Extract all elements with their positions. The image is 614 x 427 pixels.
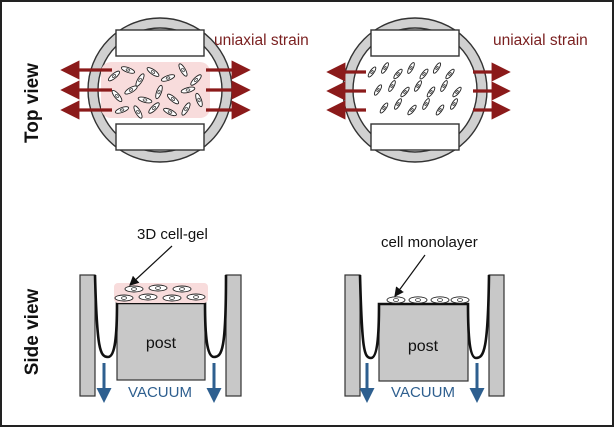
cell-shape: [178, 63, 188, 77]
monolayer-callout-arrow: [394, 254, 426, 297]
cell-gel-region: [101, 62, 210, 118]
cell-shape: [386, 296, 406, 304]
side-view-gel-device: post VACUUM: [79, 274, 242, 403]
cell-shape: [450, 296, 470, 304]
top-view-gel-well: [87, 17, 233, 163]
gel-cells: [107, 63, 203, 119]
cell-shape: [107, 70, 121, 82]
right-wall: [225, 274, 242, 397]
cell-shape: [407, 62, 415, 74]
cell-shape: [162, 294, 182, 302]
cell-shape: [137, 96, 153, 104]
cell-shape: [120, 66, 136, 74]
cell-shape: [114, 106, 130, 114]
cell-shape: [430, 296, 450, 304]
cell-shape: [426, 86, 436, 98]
cell-shape: [373, 84, 383, 96]
cell-shape: [148, 284, 168, 292]
top-view-label: Top view: [22, 63, 43, 143]
cell-shape: [195, 92, 203, 108]
cell-shape: [452, 86, 462, 98]
cell-shape: [394, 98, 402, 110]
cell-shape: [111, 89, 123, 103]
cell-shape: [408, 296, 428, 304]
cell-shape: [133, 105, 143, 119]
monolayer-callout-label: cell monolayer: [381, 234, 478, 251]
bottom-chamber-slot: [115, 123, 205, 151]
cell-shape: [400, 86, 410, 98]
cell-shape: [181, 102, 191, 116]
strain-label-right: uniaxial strain: [493, 32, 588, 49]
left-wall: [344, 274, 361, 397]
cell-shape: [393, 68, 403, 80]
cell-shape: [146, 67, 160, 77]
top-chamber-slot: [370, 29, 460, 57]
flexible-membrane: [358, 274, 491, 360]
cell-shape: [163, 107, 177, 117]
monolayer-cells-side: [386, 296, 470, 304]
cell-shape: [379, 102, 389, 114]
cell-shape: [419, 68, 429, 80]
cell-shape: [407, 104, 417, 116]
side-view-label: Side view: [22, 288, 43, 375]
cell-shape: [160, 74, 176, 82]
cell-shape: [435, 104, 445, 116]
bottom-chamber-slot: [370, 123, 460, 151]
cell-shape: [114, 294, 134, 302]
strain-arrows-right-well: [326, 62, 511, 120]
post: [378, 303, 469, 382]
cell-shape: [381, 62, 389, 74]
cell-shape: [367, 66, 377, 78]
post-label: post: [408, 338, 439, 355]
cell-shape: [138, 293, 158, 301]
cell-shape: [450, 98, 458, 110]
strain-arrows-left-well: [60, 60, 251, 120]
cell-shape: [166, 93, 180, 105]
cell-shape: [148, 102, 160, 114]
cell-shape: [422, 98, 430, 110]
strain-arrows: [60, 60, 511, 120]
top-chamber-slot: [115, 29, 205, 57]
cell-shape: [124, 285, 144, 293]
vacuum-label: VACUUM: [391, 384, 455, 401]
post-label: post: [146, 335, 177, 352]
gel-callout-label: 3D cell-gel: [137, 226, 208, 243]
gel-callout-arrow: [129, 245, 173, 286]
gel-cells-side: [114, 284, 206, 302]
cell-shape: [186, 293, 206, 301]
cell-shape: [414, 80, 422, 92]
strain-label-left: uniaxial strain: [214, 32, 309, 49]
right-wall: [488, 274, 505, 397]
left-wall: [79, 274, 96, 397]
cell-shape: [124, 85, 138, 95]
post: [116, 302, 206, 381]
vacuum-label: VACUUM: [128, 384, 192, 401]
cell-shape: [190, 74, 202, 86]
cell-shape: [155, 84, 163, 100]
side-view-monolayer-device: post VACUUM: [344, 274, 505, 403]
cell-shape: [172, 285, 192, 293]
monolayer-cells: [367, 62, 462, 116]
cell-shape: [432, 62, 442, 74]
cell-shape: [388, 80, 396, 92]
cell-shape: [440, 80, 448, 92]
top-view-monolayer-well: [342, 17, 488, 163]
cell-shape: [180, 86, 196, 94]
cell-shape: [445, 68, 455, 80]
